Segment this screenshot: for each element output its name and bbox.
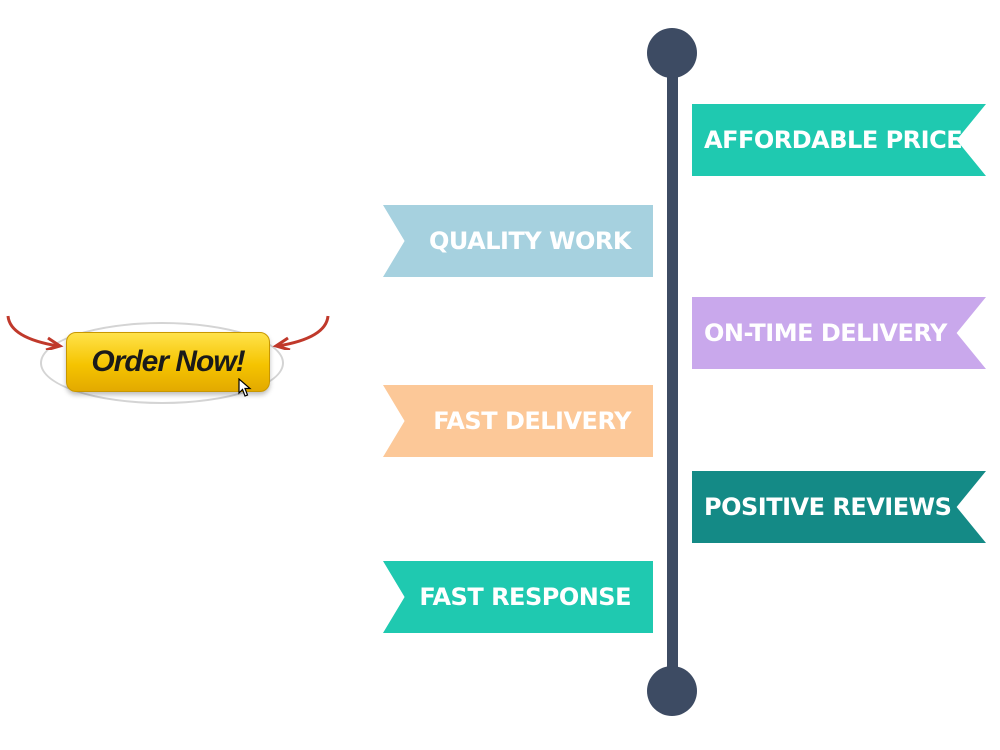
order-button-ellipse xyxy=(40,322,284,404)
banner-label: FAST DELIVERY xyxy=(433,407,631,435)
right-arrow-icon xyxy=(272,315,330,350)
mouse-cursor-icon xyxy=(238,378,252,397)
banner-label: ON-TIME DELIVERY xyxy=(704,319,947,347)
timeline-top-dot xyxy=(647,28,697,78)
banner-affordable-price: AFFORDABLE PRICE xyxy=(692,104,986,176)
banner-quality-work: QUALITY WORK xyxy=(383,205,653,277)
left-arrow-icon xyxy=(6,315,64,350)
banner-fast-response: FAST RESPONSE xyxy=(383,561,653,633)
order-now-button[interactable]: Order Now! xyxy=(66,332,270,392)
order-now-label: Order Now! xyxy=(91,345,245,378)
timeline-line xyxy=(667,50,678,690)
banner-on-time-delivery: ON-TIME DELIVERY xyxy=(692,297,986,369)
banner-label: POSITIVE REVIEWS xyxy=(704,493,952,521)
banner-label: AFFORDABLE PRICE xyxy=(704,126,963,154)
banner-positive-reviews: POSITIVE REVIEWS xyxy=(692,471,986,543)
timeline-bottom-dot xyxy=(647,666,697,716)
banner-fast-delivery: FAST DELIVERY xyxy=(383,385,653,457)
banner-label: FAST RESPONSE xyxy=(419,583,631,611)
banner-label: QUALITY WORK xyxy=(428,227,632,255)
